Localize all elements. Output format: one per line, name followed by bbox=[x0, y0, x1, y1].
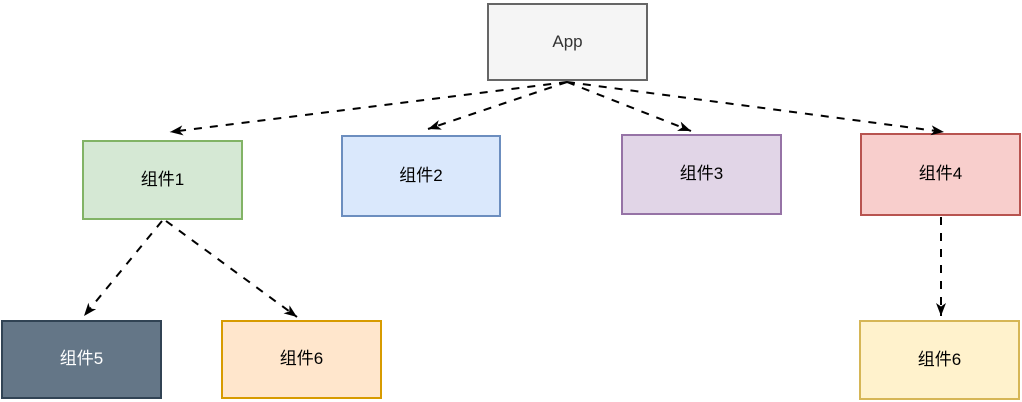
node-comp5: 组件5 bbox=[1, 320, 162, 399]
node-app-label: App bbox=[552, 31, 583, 51]
node-comp6-left: 组件6 bbox=[221, 320, 382, 399]
node-comp4: 组件4 bbox=[860, 133, 1021, 216]
node-comp1-label: 组件1 bbox=[140, 169, 185, 189]
edge-app-comp1 bbox=[169, 81, 568, 136]
edge-app-comp3 bbox=[566, 81, 692, 132]
edge-app-comp4 bbox=[566, 81, 945, 136]
node-comp1: 组件1 bbox=[82, 140, 243, 220]
edge-app-comp2 bbox=[427, 81, 568, 130]
node-app: App bbox=[487, 3, 648, 81]
node-comp6-right: 组件6 bbox=[859, 320, 1020, 400]
node-comp2-label: 组件2 bbox=[399, 165, 443, 185]
node-comp6-right-label: 组件6 bbox=[917, 349, 962, 369]
edge-comp1-comp6a bbox=[165, 220, 298, 318]
node-comp3-label: 组件3 bbox=[679, 164, 724, 184]
node-comp5-label: 组件5 bbox=[59, 349, 104, 369]
node-comp4-label: 组件4 bbox=[918, 164, 963, 184]
node-comp3: 组件3 bbox=[621, 134, 782, 215]
node-comp6-left-label: 组件6 bbox=[279, 349, 324, 369]
node-comp2: 组件2 bbox=[341, 135, 501, 217]
edge-comp1-comp5 bbox=[83, 220, 163, 317]
